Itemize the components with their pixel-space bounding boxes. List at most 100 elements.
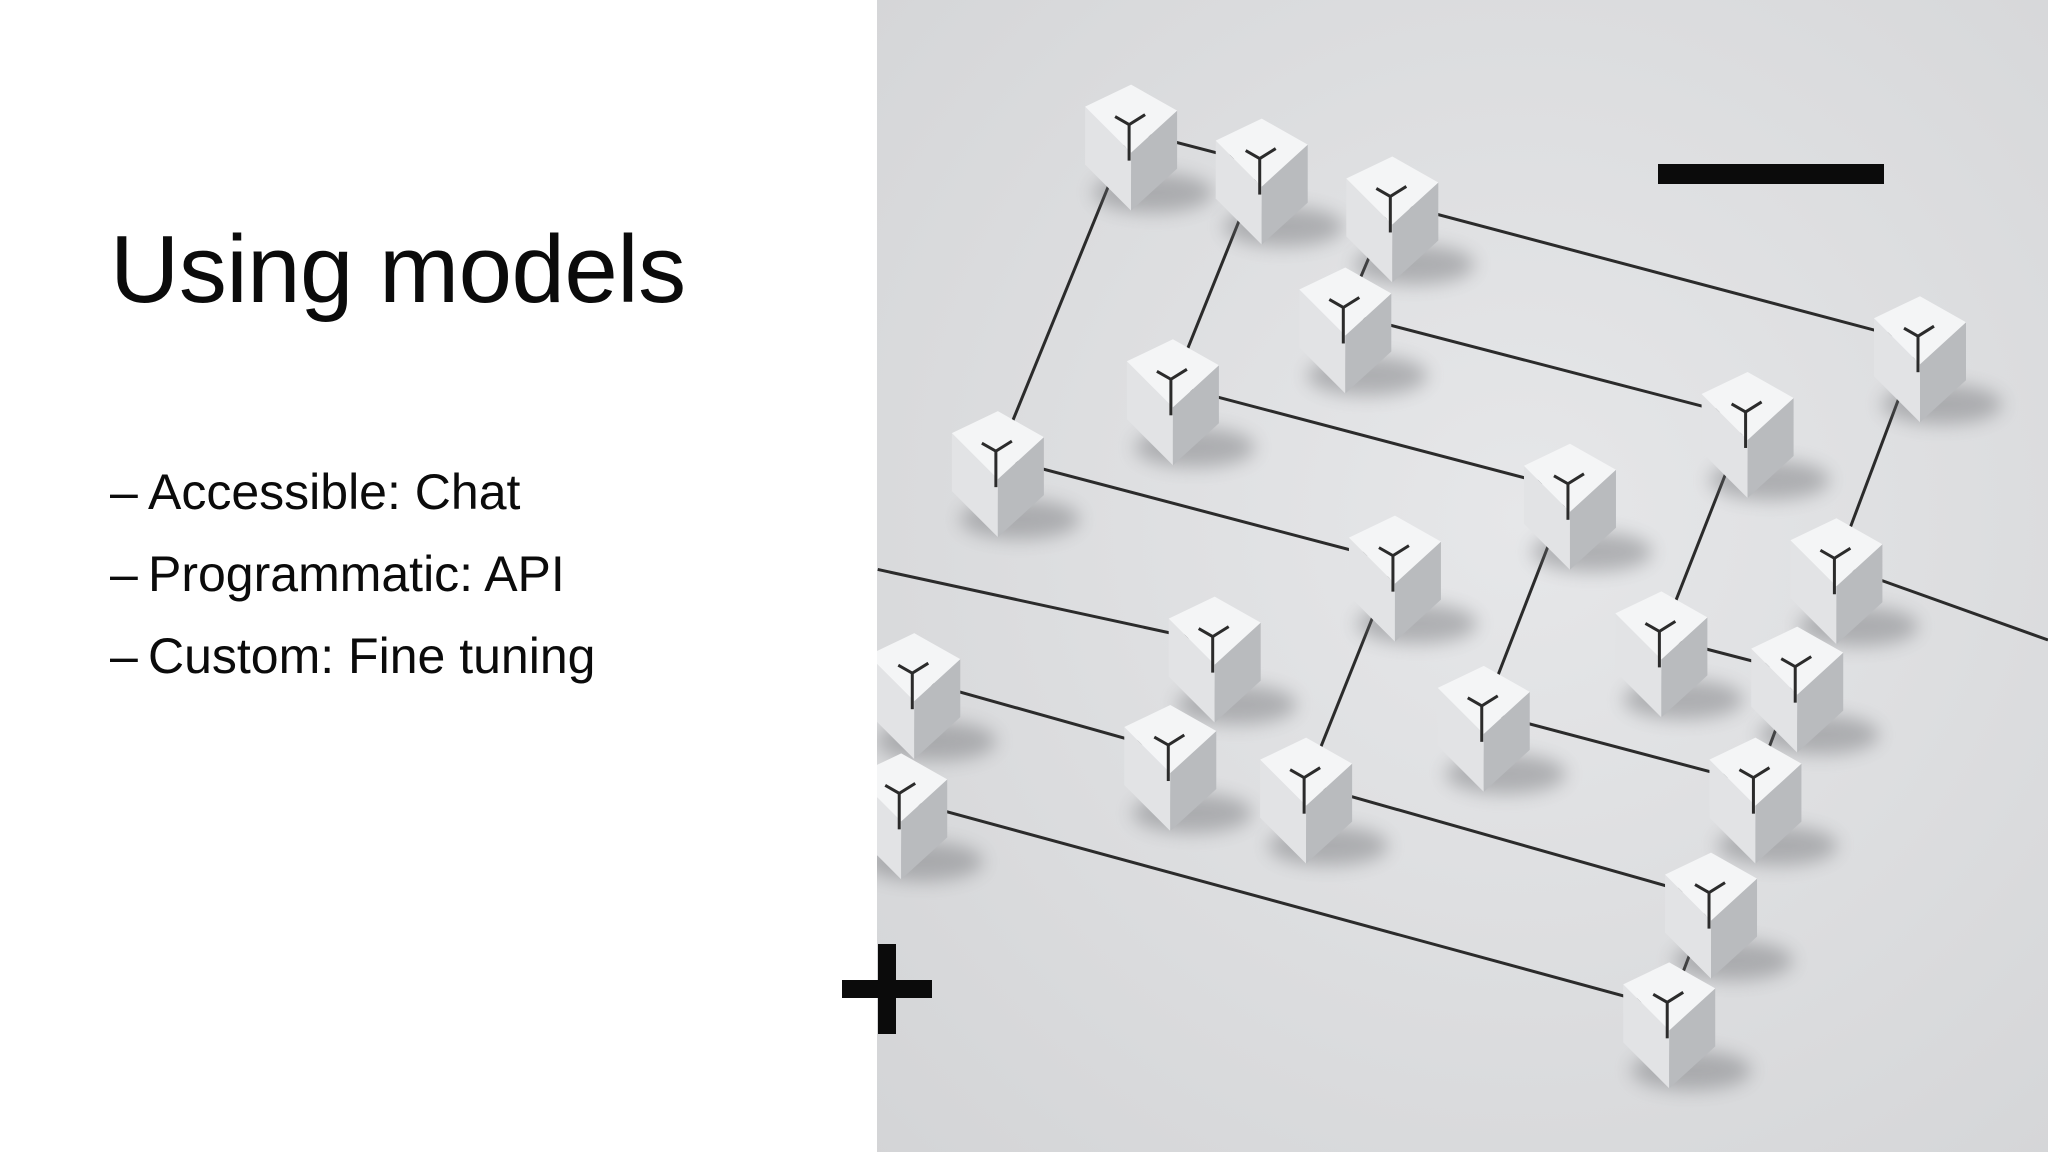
cube-right-face <box>1661 617 1708 718</box>
cube-left-face <box>1126 361 1173 466</box>
cube-top-face <box>1874 296 1966 365</box>
cube-right-face <box>1131 110 1178 211</box>
cube-top-face <box>1348 515 1441 584</box>
cube-left-face <box>1615 613 1662 718</box>
cube-left-face <box>1437 687 1484 792</box>
cube-top-face <box>1790 518 1883 587</box>
cube-right-face <box>997 437 1044 538</box>
cube-left-face <box>1623 984 1670 1089</box>
cube <box>1299 267 1392 394</box>
cube-top-face <box>1126 339 1219 408</box>
cube <box>1085 84 1178 211</box>
bullet-text: Accessible: Chat <box>148 464 521 520</box>
cube-network-illustration <box>877 0 2048 1152</box>
cube-right-face <box>1392 182 1439 283</box>
cube-right-face <box>1836 544 1883 645</box>
cube-top-face <box>1709 737 1802 806</box>
bullet-item: – Custom: Fine tuning <box>110 624 595 706</box>
cube-top-face <box>877 753 948 822</box>
cube-right-face <box>1345 293 1392 394</box>
cube-right-face <box>1920 322 1966 423</box>
bullet-text: Programmatic: API <box>148 546 565 602</box>
cube-right-face <box>1569 469 1616 570</box>
cube <box>1615 591 1708 718</box>
bullet-marker: – <box>110 464 138 520</box>
cube-left-face <box>1348 537 1395 642</box>
cube-right-face <box>1483 691 1530 792</box>
cube-right-face <box>1214 622 1261 723</box>
cube <box>1523 443 1616 570</box>
cube-right-face <box>1669 988 1716 1089</box>
cube <box>877 633 961 760</box>
cube-left-face <box>1299 289 1346 394</box>
cube-top-face <box>1085 84 1178 153</box>
slide-title: Using models <box>110 216 686 323</box>
cube-right-face <box>914 659 961 760</box>
cube <box>1215 118 1308 245</box>
cube-left-face <box>1260 759 1307 864</box>
cube-left-face <box>1709 759 1756 864</box>
cube-top-face <box>1615 591 1708 660</box>
cube <box>1348 515 1441 642</box>
cube-top-face <box>1437 665 1530 734</box>
cube-left-face <box>1168 618 1215 723</box>
connector-line <box>1305 782 1712 901</box>
bullet-item: – Accessible: Chat <box>110 460 595 542</box>
cube-left-face <box>1790 540 1837 645</box>
cube-top-face <box>1299 267 1392 336</box>
cube-top-face <box>1751 626 1844 695</box>
cube-left-face <box>1346 178 1393 283</box>
decorative-bar <box>1658 164 1884 184</box>
cube-right-face <box>1261 144 1308 245</box>
cube-top-face <box>1260 737 1353 806</box>
cube-top-face <box>1168 596 1261 665</box>
cube <box>1437 665 1530 792</box>
cube-left-face <box>877 663 915 760</box>
bullet-list: – Accessible: Chat – Programmatic: API –… <box>110 460 595 706</box>
cube-top-face <box>1215 118 1308 187</box>
cube <box>1790 518 1883 645</box>
bullet-marker: – <box>110 546 138 602</box>
cube <box>877 753 948 880</box>
cube-right-face <box>1797 652 1844 753</box>
cube-right-face <box>1747 397 1794 498</box>
cube <box>1126 339 1219 466</box>
bullet-text: Custom: Fine tuning <box>148 628 596 684</box>
cube-top-face <box>1701 371 1794 440</box>
cube-top-face <box>1665 852 1758 921</box>
cube-left-face <box>1215 140 1262 245</box>
connector-line <box>900 797 1670 1010</box>
cube-right-face <box>1755 763 1802 864</box>
plus-icon <box>842 944 932 1034</box>
cube-network-image <box>877 0 2048 1152</box>
cube <box>1709 737 1802 864</box>
cube-left-face <box>1701 393 1748 498</box>
cube-left-face <box>1124 727 1171 832</box>
cube-right-face <box>1306 763 1353 864</box>
cube <box>1665 852 1758 979</box>
cube <box>1874 296 1966 423</box>
cube <box>951 411 1044 538</box>
cube-top-face <box>877 633 961 702</box>
connector-line <box>997 455 1396 564</box>
cube <box>1168 596 1261 723</box>
connector-line <box>1172 383 1571 492</box>
connector-line <box>877 568 1216 645</box>
cube-left-face <box>1085 106 1132 211</box>
cube-right-face <box>1170 731 1217 832</box>
connector-line <box>1391 200 1921 344</box>
cube <box>1701 371 1794 498</box>
cube <box>1623 962 1716 1089</box>
bullet-item: – Programmatic: API <box>110 542 595 624</box>
cube-left-face <box>1665 874 1712 979</box>
cube-left-face <box>877 797 902 880</box>
cube <box>1751 626 1844 753</box>
cube-left-face <box>1751 648 1798 753</box>
cube-top-face <box>1523 443 1616 512</box>
cube-top-face <box>951 411 1044 480</box>
cube <box>1260 737 1353 864</box>
cube <box>1346 156 1439 283</box>
cube-top-face <box>1124 705 1217 774</box>
cube-left-face <box>1523 465 1570 570</box>
